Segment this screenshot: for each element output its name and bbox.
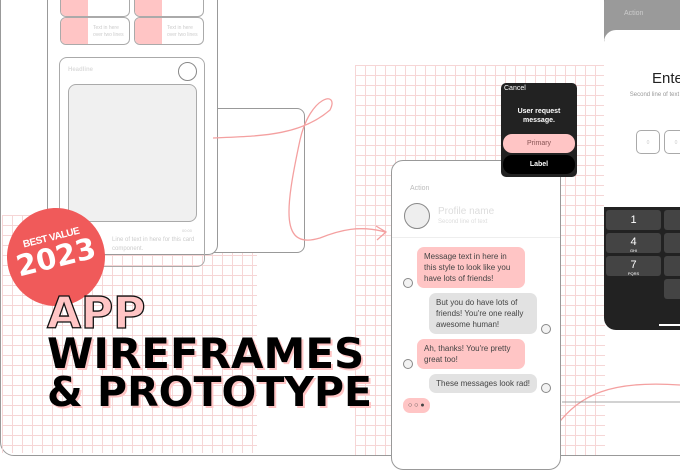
pin-digit-field[interactable]: 0 — [636, 130, 660, 154]
sender-avatar — [541, 324, 551, 334]
primary-button[interactable]: Primary — [503, 134, 575, 153]
profile-name: Profile name — [438, 206, 495, 217]
outer-frame — [0, 0, 680, 456]
pin-phone: Action Enter Second line of text element… — [604, 0, 680, 330]
key-1[interactable]: 1 — [606, 210, 661, 230]
content-card[interactable]: Headline 00:00 Line of text in here for … — [59, 57, 205, 267]
key-0[interactable] — [664, 279, 680, 299]
title-prototype: & PROTOTYPE — [47, 368, 373, 416]
connector-curves — [212, 98, 680, 426]
key[interactable] — [664, 233, 680, 253]
typing-indicator: ○ ○ ● — [403, 398, 430, 413]
tile[interactable]: Text in here over two lines — [60, 17, 130, 45]
sender-avatar — [403, 278, 413, 288]
sender-avatar — [541, 383, 551, 393]
pin-subtitle: Second line of text element — [629, 92, 680, 98]
action-label[interactable]: Action — [410, 185, 430, 192]
sender-avatar — [403, 359, 413, 369]
message-received: Ah, thanks! You're pretty great too! — [417, 339, 525, 369]
label-button[interactable]: Label — [503, 155, 575, 174]
profile-sub: Second line of text — [438, 219, 488, 225]
dark-modal: Cancel User request message. Primary Lab… — [501, 83, 577, 177]
profile-avatar — [404, 203, 430, 229]
tile[interactable]: Text in here over two lines — [134, 17, 204, 45]
action-label[interactable]: Action — [624, 10, 644, 17]
message-sent: But you do have lots of friends! You're … — [429, 293, 537, 334]
pin-title: Enter — [652, 70, 680, 87]
title-app: APP — [46, 288, 146, 339]
cancel-button[interactable]: Cancel — [504, 85, 526, 92]
message-sent: These messages look rad! — [429, 374, 537, 393]
modal-message: User request message. — [517, 108, 561, 124]
card-body: Line of text in here for this card compo… — [112, 237, 195, 252]
chat-phone: Action Profile name Second line of text … — [391, 160, 561, 470]
key[interactable] — [664, 210, 680, 230]
card-time: 00:00 — [182, 228, 193, 233]
avatar-circle — [178, 62, 197, 81]
card-headline: Headline — [68, 67, 94, 73]
card-image — [68, 84, 197, 222]
title-wireframes: WIREFRAMES — [47, 329, 365, 378]
pin-digit-field[interactable]: 0 — [664, 130, 680, 154]
back-card — [205, 108, 305, 253]
home-indicator — [659, 324, 680, 326]
key[interactable] — [664, 256, 680, 276]
message-received: Message text in here in this style to lo… — [417, 247, 525, 288]
message-list: Message text in here in this style to lo… — [392, 247, 560, 413]
